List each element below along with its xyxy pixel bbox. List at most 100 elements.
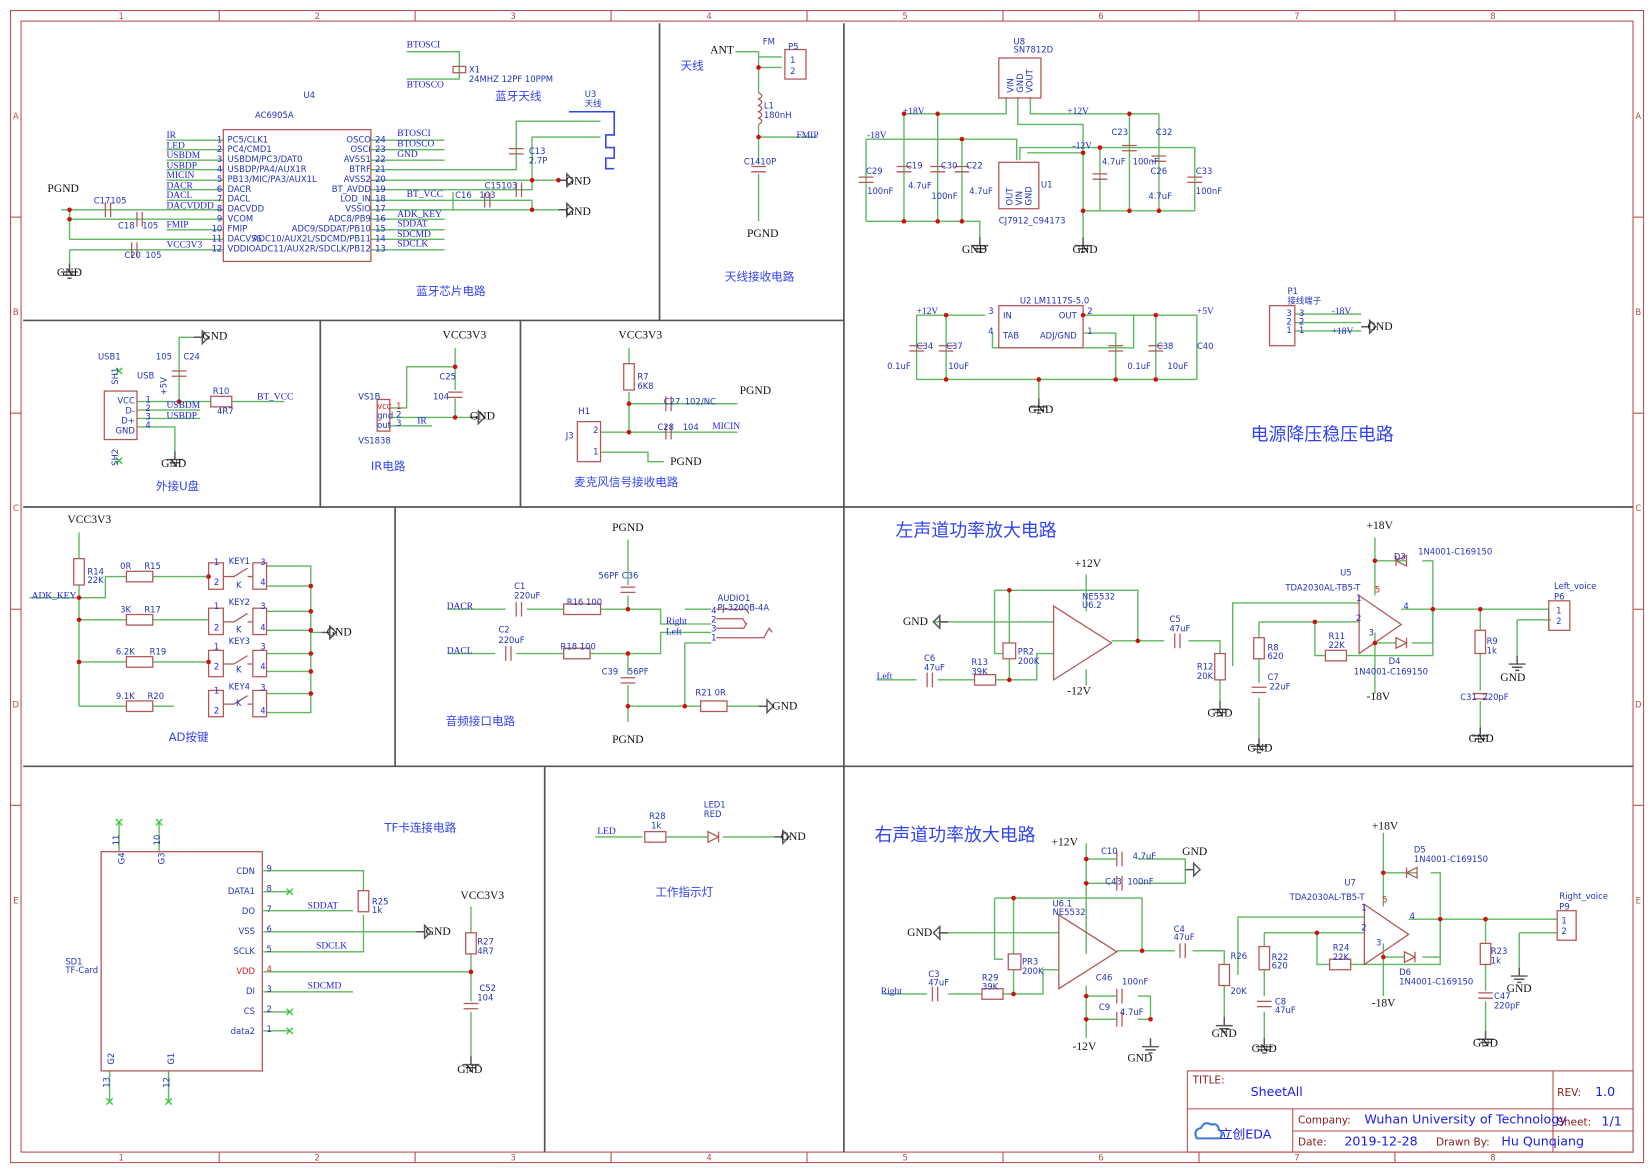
mic-r7-val: 6K8 — [637, 381, 653, 391]
bt-right-nets-5: SDDAT — [397, 220, 428, 230]
keys-p3: 3 — [260, 601, 265, 611]
bt-left-nums-0: 1 — [217, 134, 222, 144]
bt-left-pins-3: USBDP/PA4/AUX1R — [228, 164, 307, 174]
right-amp-gnd6: GND — [1127, 1051, 1152, 1064]
usb-c24-val: 105 — [156, 351, 172, 361]
left-amp-gnd5: GND — [1500, 671, 1525, 684]
no-connect-mark — [286, 1008, 294, 1016]
audio-pgnd2: PGND — [612, 733, 644, 746]
usb-pins-3: GND — [116, 426, 135, 436]
bt-right-pins-9: ADC9/SDDAT/PB10 — [292, 223, 371, 233]
frame-rows-0: A — [13, 111, 19, 121]
bt-c20-val: 105 — [145, 250, 161, 260]
power-c29: C29 — [866, 166, 883, 176]
bt-right-nums-2: 22 — [375, 154, 386, 164]
junction-dot — [176, 399, 182, 404]
capacitor — [751, 165, 766, 173]
junction-dot — [452, 364, 458, 370]
junction-dot — [67, 207, 72, 213]
right-amp-r22-val: 620 — [1272, 961, 1288, 971]
right-amp-d6: D6 — [1399, 967, 1411, 977]
wire — [389, 347, 456, 409]
frame-rows-3: D — [1635, 699, 1641, 709]
mic-n1: 1 — [593, 446, 598, 456]
junction-dot — [901, 111, 907, 117]
title-block-title: SheetAll — [1251, 1084, 1303, 1099]
left-amp-r13: R13 — [971, 657, 988, 667]
wire — [600, 608, 712, 625]
junction-dot — [1080, 312, 1086, 318]
left-amp-c5: C5 — [1169, 614, 1180, 624]
tf-n13: 13 — [102, 1077, 112, 1088]
left-amp-r9: R9 — [1487, 636, 1498, 646]
x1-crystal — [452, 65, 467, 74]
power-c33-val: 100nF — [1196, 186, 1222, 196]
right-amp-n1: 1 — [1561, 915, 1566, 925]
tf-pins-4: SCLK — [234, 946, 256, 956]
keys-rows-3-key: KEY4 — [229, 681, 250, 691]
ir-ir: IR — [417, 417, 427, 427]
left-amp-gnd3: GND — [1247, 742, 1272, 755]
junction-dot — [1135, 638, 1141, 644]
right-amp-c43: C43 — [1105, 876, 1122, 886]
audio-r21: R21 0R — [695, 688, 726, 698]
tf-pins-6: DI — [246, 986, 255, 996]
junction-dot — [1148, 1016, 1153, 1022]
mic-n2: 2 — [593, 425, 598, 435]
capacitor — [1179, 943, 1186, 959]
audio-r16: R16 100 — [567, 597, 602, 607]
audio-title: 音频接口电路 — [446, 714, 516, 728]
usb-sh2: SH2 — [110, 449, 120, 466]
keys-adk: ADK_KEY — [32, 592, 77, 602]
tda2030-u5 — [1358, 594, 1403, 655]
wire — [1137, 858, 1186, 884]
gnd-symbol — [1211, 700, 1229, 717]
junction-dot — [308, 651, 314, 656]
right-amp-c9: C9 — [1099, 1002, 1110, 1012]
gnd-symbol — [1255, 1038, 1273, 1054]
bt-left-nets-7: DACVDDD — [166, 202, 213, 212]
bt-right-nums-3: 21 — [375, 164, 386, 174]
right-amp-r24: R24 — [1333, 943, 1350, 953]
tf-nums-1: 8 — [267, 884, 272, 894]
left-amp-d3: D3 — [1394, 552, 1406, 562]
left-amp-pr2-val: 200K — [1018, 656, 1040, 666]
power-u8-pins-1: GND — [1015, 73, 1025, 92]
bt-c20: C20 — [124, 250, 141, 260]
gnd-symbol — [932, 924, 949, 941]
junction-dot — [1437, 916, 1443, 922]
bt-left-pins-7: DACVDD — [228, 204, 265, 214]
tf-gnd2: GND — [457, 1063, 482, 1076]
bt-pgnd: PGND — [47, 182, 79, 195]
title-block-date-label: Date: — [1298, 1137, 1327, 1149]
audio-c1: C1 — [514, 581, 525, 591]
no-connect-mark — [286, 1027, 294, 1035]
gnd-symbol — [774, 828, 791, 846]
capacitor — [1148, 345, 1164, 352]
bt-left-nums-5: 6 — [217, 184, 222, 194]
audio-pgnd1: PGND — [612, 521, 644, 534]
tf-g1: G1 — [166, 1053, 176, 1065]
bt-right-nums-9: 15 — [375, 223, 386, 233]
keys-rows-1-rv: 3K — [120, 604, 131, 614]
wire — [1316, 932, 1330, 966]
power-m12: -12V — [1073, 142, 1093, 152]
bt-right-pins-6: LOD_IN — [340, 194, 371, 204]
left-amp-voice: Left_voice — [1554, 581, 1596, 591]
wire — [995, 652, 1054, 681]
bt-right-nets-6: SDCMD — [397, 230, 431, 240]
audio-left: Left — [666, 627, 682, 638]
resistor — [563, 603, 602, 616]
left-amp-n1: 1 — [1356, 593, 1361, 603]
right-amp-c46: C46 — [1096, 972, 1113, 982]
mic-r7: R7 — [637, 371, 648, 381]
u2-regulator — [998, 305, 1084, 349]
resistor — [973, 673, 997, 686]
tf-pins-5: VDD — [236, 966, 255, 976]
bt-right-nums-10: 14 — [375, 233, 386, 243]
keys-p3: 3 — [260, 557, 265, 567]
audio-nums-3: 1 — [711, 632, 716, 642]
bt-right-nets-2: GND — [397, 150, 418, 160]
capacitor — [1187, 176, 1203, 183]
tf-n10: 10 — [152, 835, 162, 846]
